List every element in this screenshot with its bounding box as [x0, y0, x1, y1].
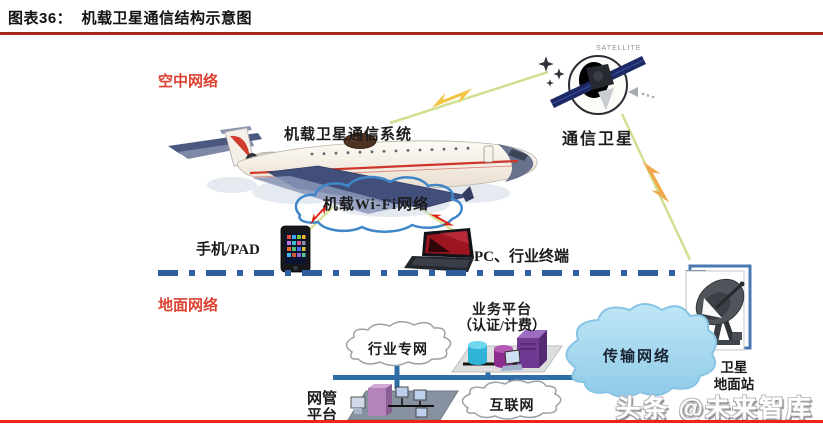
business-platform-label-line2: （认证/计费） [458, 319, 546, 334]
sparkle-star [553, 68, 565, 80]
internet-cloud-shape [461, 379, 562, 420]
signal-arrow [628, 87, 638, 97]
client-monitor [395, 386, 428, 418]
satellite-icon [538, 55, 655, 115]
business-platform-icon [451, 330, 563, 373]
air-network-section-label: 空中网络 [158, 74, 219, 90]
beam-satellite-to-ground-station [620, 113, 692, 261]
pc-terminal-label: PC、行业终端 [474, 249, 569, 265]
phone-label: 手机/PAD [196, 242, 260, 258]
figure-title: 图表36： 机载卫星通信结构示意图 [8, 10, 253, 27]
nms-platform-icon [347, 384, 459, 421]
industry-network-label: 行业专网 [368, 343, 428, 358]
cabin-windows [310, 146, 470, 156]
wifi-cloud-label: 机载Wi-Fi网络 [322, 197, 430, 213]
nms-platform-label-line1: 网管 [307, 391, 338, 407]
laptop-icon [404, 228, 474, 272]
server-cube-purple [517, 330, 547, 368]
wifi-cloud-shape [294, 175, 463, 233]
watermark-toutiao: 头条 @未来智库 [615, 395, 813, 423]
header-rule [0, 32, 823, 35]
sparkle-star [538, 56, 554, 72]
ground-network-section-label: 地面网络 [158, 298, 219, 314]
transmission-network-label: 传输网络 [602, 349, 672, 365]
database-cylinder-cyan [468, 341, 487, 365]
beam-wifi-to-phone [305, 202, 338, 234]
sparkle-star [546, 79, 554, 87]
cockpit-windows [508, 149, 528, 161]
lightning-orange [638, 156, 674, 208]
beam-plane-to-satellite [389, 70, 549, 125]
smartphone-icon [280, 225, 311, 273]
server-box-pink [368, 384, 392, 416]
satcom-system-label: 机载卫星通信系统 [284, 127, 413, 143]
tail-logo [230, 135, 250, 158]
transmission-cloud-shape [565, 303, 718, 398]
terminal-mini-computer [501, 349, 523, 371]
ground-station-label-line2: 地面站 [713, 377, 755, 392]
internet-label: 互联网 [489, 399, 535, 414]
business-platform-label-line1: 业务平台 [472, 303, 532, 318]
industry-network-cloud-shape [345, 321, 452, 367]
cabin-door [483, 145, 494, 163]
satellite-label: 通信卫星 [562, 131, 635, 148]
dish-antenna [695, 278, 745, 345]
footer-rule [0, 420, 823, 423]
ground-station-label-line1: 卫星 [720, 360, 748, 375]
workstation-monitor [350, 396, 366, 414]
satellite-caption: SATELLITE [596, 45, 642, 52]
airplane-illustration [168, 126, 538, 214]
